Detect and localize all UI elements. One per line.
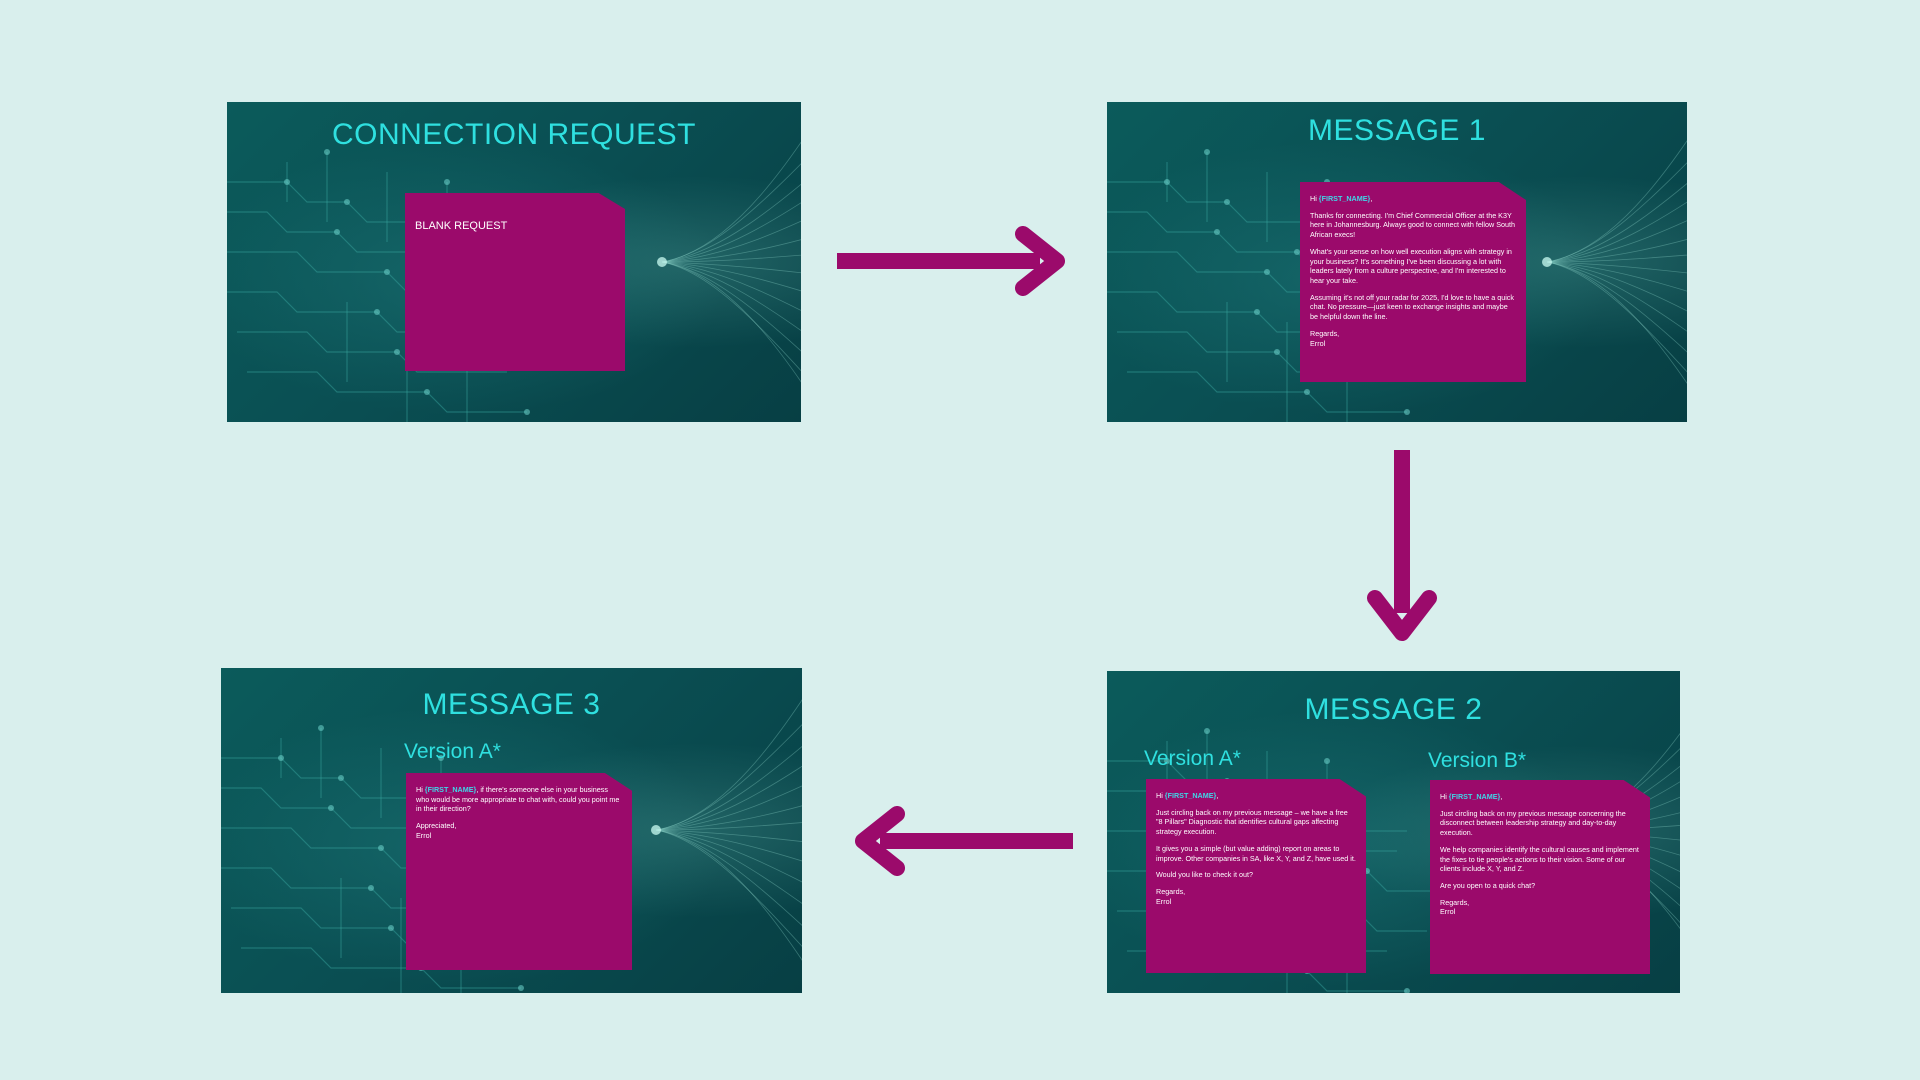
greeting-suffix: , bbox=[1216, 791, 1219, 800]
greeting-line: Hi {FIRST_NAME}, if there's someone else… bbox=[416, 785, 622, 814]
version-b-label: Version B* bbox=[1428, 749, 1527, 772]
slide-title: MESSAGE 1 bbox=[1308, 114, 1486, 147]
slide-message-2: MESSAGE 2 Version A* Version B* Hi {FIRS… bbox=[1107, 671, 1680, 993]
first-name-placeholder: {FIRST_NAME} bbox=[1164, 791, 1217, 800]
message-paragraph: We help companies identify the cultural … bbox=[1440, 844, 1639, 874]
message-paragraph: Just circling back on my previous messag… bbox=[1156, 807, 1348, 837]
message-paragraph: Would you like to check it out? bbox=[1156, 870, 1253, 880]
slide-title: MESSAGE 3 bbox=[422, 688, 601, 721]
message-signoff: Appreciated, Errol bbox=[416, 821, 457, 840]
greeting-prefix: Hi bbox=[1310, 194, 1319, 203]
greeting-prefix: Hi bbox=[416, 785, 425, 794]
card-text: BLANK REQUEST bbox=[415, 220, 508, 232]
slide-connection-request: CONNECTION REQUEST BLANK REQUEST bbox=[227, 102, 801, 422]
first-name-placeholder: {FIRST_NAME} bbox=[1318, 194, 1371, 203]
first-name-placeholder: {FIRST_NAME} bbox=[424, 785, 477, 794]
slide-title: CONNECTION REQUEST bbox=[331, 118, 697, 151]
message-paragraph: Thanks for connecting. I'm Chief Commerc… bbox=[1310, 210, 1515, 240]
slide-message-3: MESSAGE 3 Version A* Hi {FIRST_NAME}, if… bbox=[221, 668, 802, 993]
message-paragraph: Assuming it's not off your radar for 202… bbox=[1310, 292, 1514, 322]
arrow-down bbox=[1367, 450, 1437, 641]
arrow-left bbox=[855, 806, 1073, 876]
message-paragraph: What's your sense on how well execution … bbox=[1310, 246, 1512, 286]
message-card-message-2-version-b: Hi {FIRST_NAME}, Just circling back on m… bbox=[1430, 780, 1650, 974]
version-a-label: Version A* bbox=[1144, 747, 1241, 770]
message-card-message-2-version-a: Hi {FIRST_NAME}, Just circling back on m… bbox=[1146, 779, 1366, 973]
greeting-line: Hi {FIRST_NAME}, bbox=[1440, 792, 1640, 802]
version-a-label: Version A* bbox=[404, 740, 501, 763]
message-card-message-1: Hi {FIRST_NAME}, Thanks for connecting. … bbox=[1300, 182, 1526, 382]
greeting-prefix: Hi bbox=[1440, 792, 1449, 801]
arrow-right bbox=[837, 226, 1065, 296]
message-signoff: Regards, Errol bbox=[1310, 328, 1340, 348]
greeting-line: Hi {FIRST_NAME}, bbox=[1310, 194, 1516, 204]
message-paragraph: Just circling back on my previous messag… bbox=[1440, 808, 1626, 838]
greeting-suffix: , if there's someone else in your busine… bbox=[416, 785, 620, 814]
message-paragraph: It gives you a simple (but value adding)… bbox=[1156, 843, 1356, 863]
message-card-blank-request: BLANK REQUEST bbox=[405, 193, 625, 371]
message-signoff: Regards, Errol bbox=[1156, 887, 1186, 906]
first-name-placeholder: {FIRST_NAME} bbox=[1448, 792, 1501, 801]
message-paragraph: Are you open to a quick chat? bbox=[1440, 881, 1536, 891]
greeting-suffix: , bbox=[1370, 194, 1373, 203]
greeting-suffix: , bbox=[1500, 792, 1503, 801]
message-card-message-3-version-a: Hi {FIRST_NAME}, if there's someone else… bbox=[406, 773, 632, 970]
greeting-prefix: Hi bbox=[1156, 791, 1165, 800]
message-signoff: Regards, Errol bbox=[1440, 897, 1470, 917]
slide-message-1: MESSAGE 1 Hi {FIRST_NAME}, Thanks for co… bbox=[1107, 102, 1687, 422]
slide-title: MESSAGE 2 bbox=[1304, 693, 1483, 726]
greeting-line: Hi {FIRST_NAME}, bbox=[1156, 791, 1356, 801]
